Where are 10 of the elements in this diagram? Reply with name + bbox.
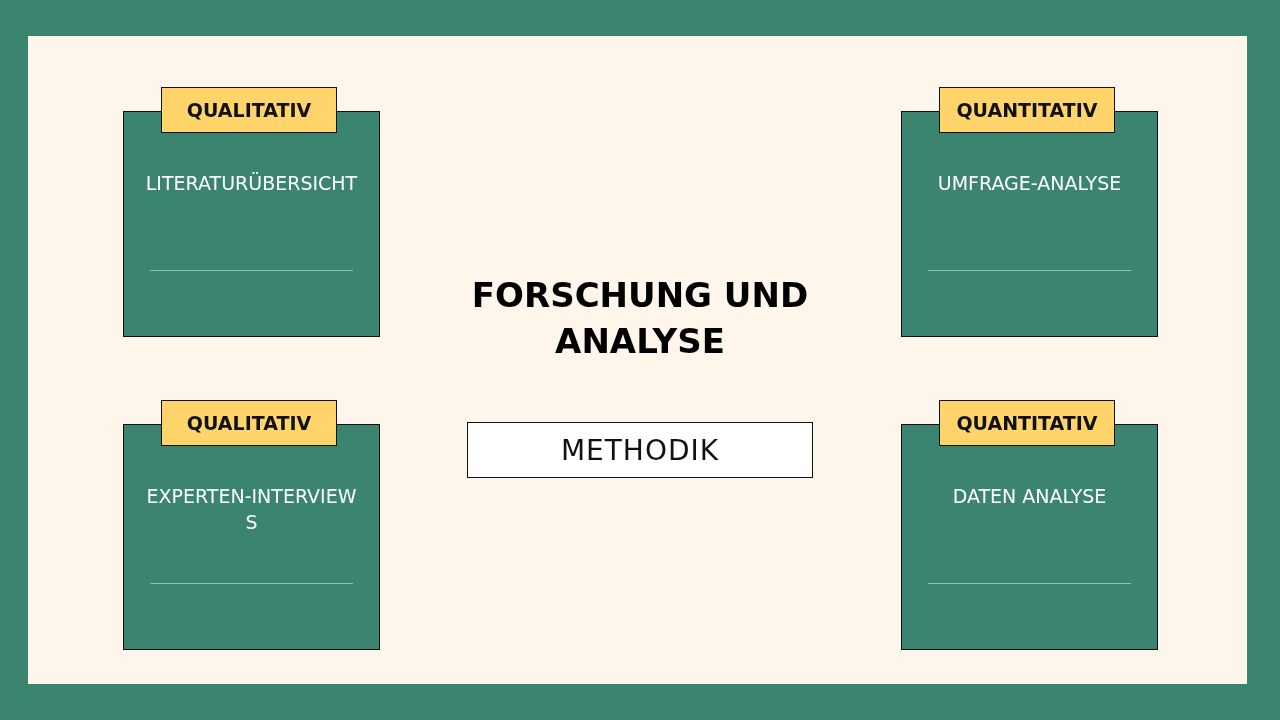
category-tag: QUANTITATIV	[939, 87, 1115, 133]
category-tag: QUALITATIV	[161, 87, 337, 133]
card-heading: LITERATURÜBERSICHT	[144, 171, 359, 196]
card-heading: DATEN ANALYSE	[951, 484, 1108, 509]
category-tag: QUALITATIV	[161, 400, 337, 446]
diagram-title: FORSCHUNG UND ANALYSE	[470, 274, 810, 363]
card-heading: EXPERTEN-INTERVIEWS	[145, 484, 358, 535]
category-tag: QUANTITATIV	[939, 400, 1115, 446]
card-heading: UMFRAGE-ANALYSE	[936, 171, 1123, 196]
label-box: METHODIK	[467, 422, 813, 478]
